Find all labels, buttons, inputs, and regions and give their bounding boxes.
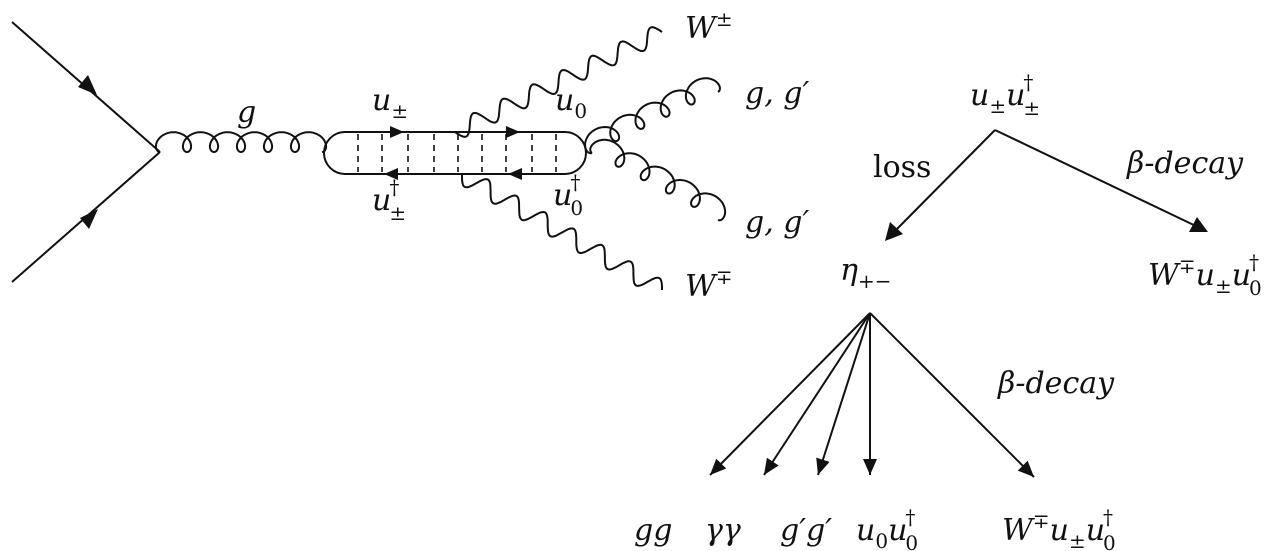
arrow-icon: [710, 458, 727, 475]
w-bottom-label: W∓: [685, 265, 733, 304]
arrow-icon: [816, 457, 830, 475]
arrow-icon: [506, 126, 520, 138]
bound-state-outline: [323, 131, 587, 175]
gluon-line-bottom: [589, 138, 727, 222]
arrow-icon: [80, 209, 98, 229]
u0-anti-label: u†0: [553, 170, 583, 220]
gluon-line-top: [584, 77, 721, 155]
eta-decay-arrows: [709, 312, 1035, 478]
loss-label: loss: [873, 150, 931, 185]
top-antiquark-label: u†±: [372, 175, 406, 225]
u0-label: u0: [555, 83, 587, 123]
arrow-icon: [863, 459, 877, 475]
decay-arrow-line: [869, 312, 1035, 478]
g-top-label: g, g′: [745, 76, 809, 111]
w-top-label: W±: [685, 7, 733, 46]
exchange-ladder: [357, 134, 557, 172]
gluon-propagator-line: [154, 131, 328, 154]
product-w-u-u0: W∓u±u†0: [1002, 505, 1116, 551]
arrow-icon: [764, 457, 779, 475]
right-product-label: W∓u±u†0: [1148, 250, 1262, 300]
loss-arrow-line: [891, 129, 996, 235]
beta-decay-label-top: β-decay: [1126, 146, 1244, 181]
beta-arrow-line-top: [994, 129, 1201, 229]
arrow-icon: [1189, 217, 1208, 232]
arrow-icon: [885, 222, 903, 241]
decay-arrow-line: [817, 312, 871, 476]
arrow-icon: [384, 168, 398, 180]
product-gprime-gprime: g′g′: [780, 513, 832, 548]
arrow-icon: [78, 75, 97, 95]
top-quark-label: u±: [372, 83, 408, 123]
arrow-icon: [390, 126, 404, 138]
root-state-label: u±u†±: [970, 70, 1040, 120]
decay-arrow-line: [763, 312, 871, 476]
product-gamma-gamma: γγ: [705, 513, 741, 548]
product-gg: gg: [634, 513, 672, 548]
beta-decay-label-bottom: β-decay: [997, 366, 1115, 401]
eta-label: η+−: [840, 253, 892, 293]
product-u0-u0bar: u0u†0: [856, 505, 918, 551]
g-bottom-label: g, g′: [745, 205, 809, 240]
w-boson-line-top: [454, 26, 663, 138]
arrow-icon: [1017, 460, 1034, 477]
arrow-icon: [508, 168, 522, 180]
gluon-label: g: [237, 95, 256, 130]
w-boson-line-bottom: [461, 175, 663, 290]
decay-arrow-line: [709, 312, 871, 476]
